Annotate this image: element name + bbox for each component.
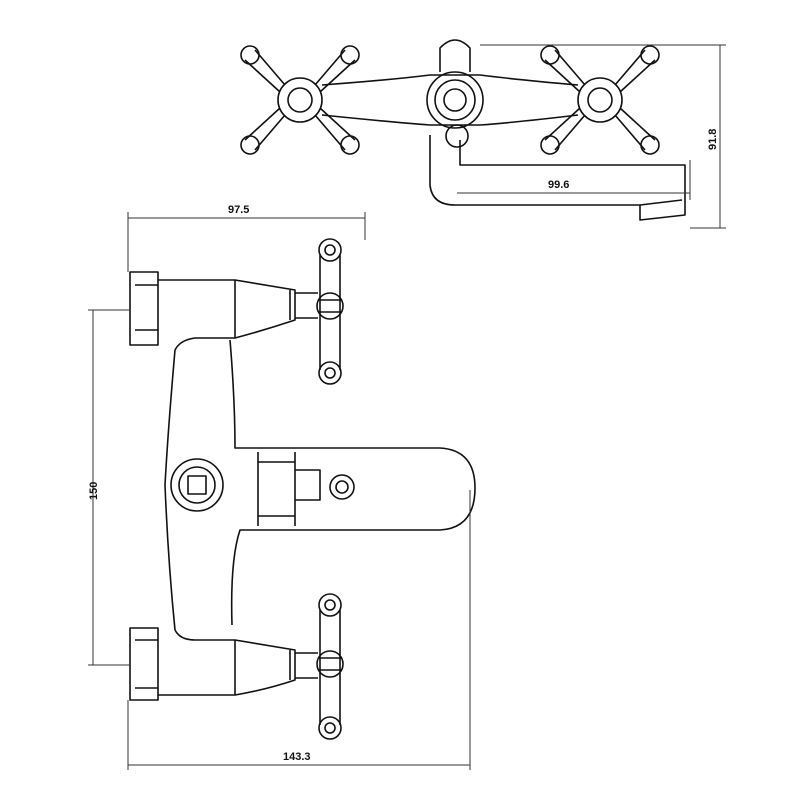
dim-top-width: 97.5 (127, 204, 366, 272)
dim-depth: 91.8 (480, 44, 726, 229)
dim-label-depth: 91.8 (707, 129, 719, 150)
dim-spout-reach: 99.6 (457, 160, 691, 200)
right-cross-handle (540, 45, 660, 155)
bottom-inlet (129, 627, 318, 701)
top-inlet (129, 271, 318, 351)
dim-label-inlet-spacing: 150 (88, 482, 100, 500)
dim-label-total-width: 143.3 (283, 751, 311, 763)
front-view: 97.5 150 143.3 (88, 204, 476, 770)
top-handle (316, 238, 344, 385)
bottom-handle (316, 593, 344, 740)
dim-inlet-spacing: 150 (88, 309, 130, 666)
top-view: 99.6 91.8 (240, 39, 726, 229)
dim-total-width: 143.3 (127, 490, 471, 770)
main-body (164, 339, 476, 631)
dim-label-spout-reach: 99.6 (548, 179, 569, 191)
left-cross-handle (240, 45, 360, 155)
dim-label-top-width: 97.5 (228, 204, 249, 216)
top-body (321, 39, 686, 221)
